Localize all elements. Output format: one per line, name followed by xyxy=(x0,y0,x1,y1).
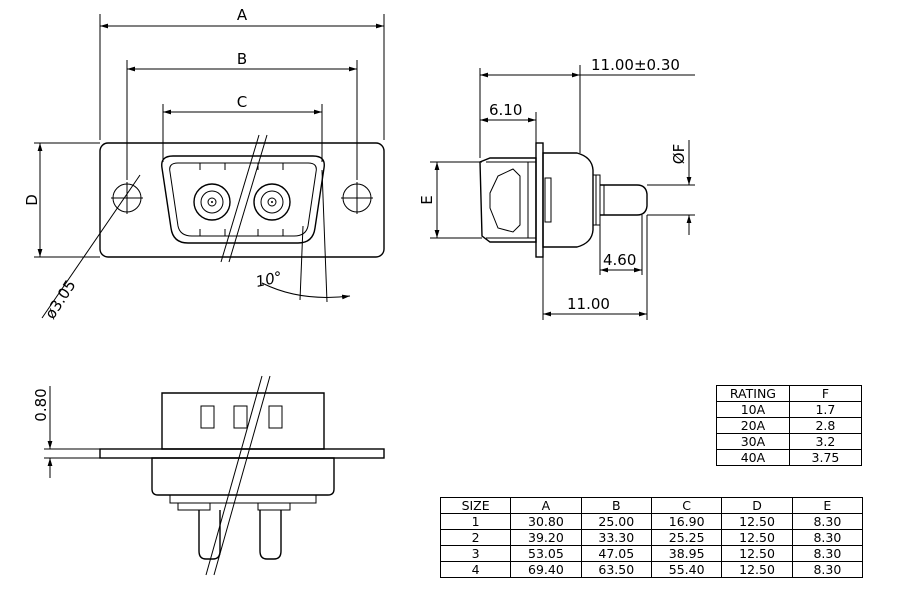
c-header: C xyxy=(650,497,723,514)
table-row: 3 53.05 47.05 38.95 12.50 8.30 xyxy=(439,545,864,562)
front-flange xyxy=(99,142,385,258)
dim-b-label: B xyxy=(237,50,247,68)
table-cell: 38.95 xyxy=(650,545,723,562)
table-cell: 20A xyxy=(716,417,790,434)
dim-f-label: ØF xyxy=(670,144,688,164)
f-header: F xyxy=(788,385,863,402)
table-cell: 33.30 xyxy=(580,529,652,546)
table-cell: 2.8 xyxy=(788,417,863,434)
table-cell: 3 xyxy=(439,545,512,562)
table-cell: 63.50 xyxy=(580,561,652,578)
front-view xyxy=(34,14,385,319)
a-header: A xyxy=(510,497,582,514)
table-row: 1 30.80 25.00 16.90 12.50 8.30 xyxy=(439,513,864,530)
table-cell: 8.30 xyxy=(791,529,864,546)
dim-flange-offset-label: 6.10 xyxy=(489,101,522,119)
table-row: 20A 2.8 xyxy=(716,417,863,434)
table-cell: 8.30 xyxy=(791,545,864,562)
table-cell: 3.2 xyxy=(788,433,863,450)
table-cell: 30.80 xyxy=(510,513,582,530)
b-header: B xyxy=(580,497,652,514)
table-cell: 12.50 xyxy=(721,561,793,578)
table-header-row: SIZE A B C D E xyxy=(439,497,864,514)
table-cell: 8.30 xyxy=(791,513,864,530)
contact-pin xyxy=(600,184,648,216)
dim-body-length-label: 11.00 xyxy=(567,295,610,313)
table-cell: 53.05 xyxy=(510,545,582,562)
dim-flange-thickness-label: 0.80 xyxy=(32,388,50,421)
table-cell: 25.00 xyxy=(580,513,652,530)
table-cell: 40A xyxy=(716,449,790,466)
bottom-shell xyxy=(161,392,325,450)
table-cell: 47.05 xyxy=(580,545,652,562)
d-header: D xyxy=(721,497,793,514)
bottom-pin-left xyxy=(198,510,221,560)
table-cell: 55.40 xyxy=(650,561,723,578)
rating-header: RATING xyxy=(716,385,790,402)
dim-total-length-label: 11.00±0.30 xyxy=(591,56,680,74)
table-cell: 4 xyxy=(439,561,512,578)
dim-pin-length-label: 4.60 xyxy=(603,251,636,269)
table-row: 10A 1.7 xyxy=(716,401,863,418)
e-header: E xyxy=(791,497,864,514)
table-row: 2 39.20 33.30 25.25 12.50 8.30 xyxy=(439,529,864,546)
table-cell: 8.30 xyxy=(791,561,864,578)
side-flange xyxy=(535,142,544,258)
table-cell: 12.50 xyxy=(721,529,793,546)
table-cell: 12.50 xyxy=(721,513,793,530)
table-cell: 25.25 xyxy=(650,529,723,546)
dim-a-label: A xyxy=(237,6,248,24)
dim-d-label: D xyxy=(23,194,41,206)
table-cell: 1 xyxy=(439,513,512,530)
table-cell: 2 xyxy=(439,529,512,546)
contact-right xyxy=(253,183,291,221)
table-row: 4 69.40 63.50 55.40 12.50 8.30 xyxy=(439,561,864,578)
table-header-row: RATING F xyxy=(716,385,863,402)
table-cell: 30A xyxy=(716,433,790,450)
angle-label: 10° xyxy=(254,268,284,291)
table-cell: 1.7 xyxy=(788,401,863,418)
table-cell: 12.50 xyxy=(721,545,793,562)
table-cell: 3.75 xyxy=(788,449,863,466)
table-cell: 39.20 xyxy=(510,529,582,546)
contact-left xyxy=(193,183,231,221)
rating-table: RATING F 10A 1.7 20A 2.8 30A 3.2 40A 3.7… xyxy=(716,385,863,466)
size-table: SIZE A B C D E 1 30.80 25.00 16.90 12.50… xyxy=(439,497,864,578)
table-cell: 69.40 xyxy=(510,561,582,578)
size-header: SIZE xyxy=(439,497,512,514)
table-cell: 16.90 xyxy=(650,513,723,530)
table-row: 40A 3.75 xyxy=(716,449,863,466)
d-shell-outer xyxy=(161,155,325,244)
d-shell-inner xyxy=(169,162,317,237)
dim-c-label: C xyxy=(237,93,247,111)
bottom-flange xyxy=(99,448,385,459)
hole-diameter-label: ø3.05 xyxy=(41,277,79,323)
side-view xyxy=(430,65,695,320)
table-cell: 10A xyxy=(716,401,790,418)
bottom-view xyxy=(44,375,385,576)
table-row: 30A 3.2 xyxy=(716,433,863,450)
dim-e-label: E xyxy=(418,195,436,204)
bottom-pin-right xyxy=(259,510,282,560)
